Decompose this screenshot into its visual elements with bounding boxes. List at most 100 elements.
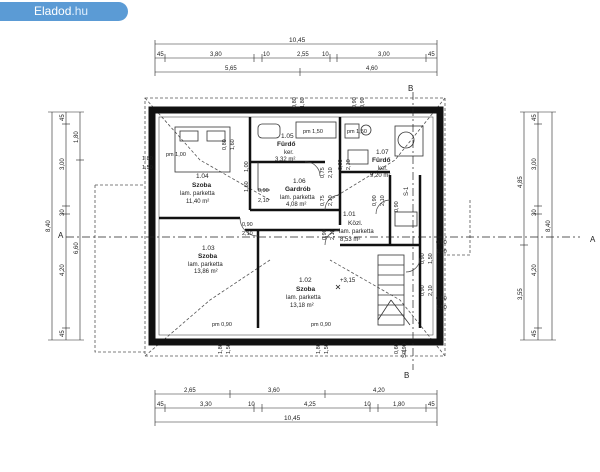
room-name: Közl.: [348, 220, 363, 227]
dim-bottom-2-7: 45: [428, 402, 435, 408]
room-floor: ker.: [378, 166, 388, 172]
dim-left-a-5: 45: [60, 330, 66, 337]
room-floor: lam. parketta: [280, 195, 315, 201]
dim-left-overall: 8,40: [46, 220, 52, 232]
dim-bottom-overall: 10,45: [284, 415, 301, 422]
opening-label: 2,10: [328, 167, 334, 178]
pm-label: pm 1,50: [347, 129, 367, 135]
dim-top-1-2: 3,80: [210, 52, 222, 58]
opening-label: 0,90: [322, 229, 328, 240]
top-dimensions: [154, 40, 438, 76]
opening-label: 0,90: [394, 201, 400, 212]
dim-top-overall: 10,45: [289, 37, 306, 44]
pm-label: pm 0,90: [311, 322, 331, 328]
opening-labels: pm 1,00 1,80 1,50 pm 1,50 pm 1,50 0,90 2…: [142, 129, 447, 328]
opening-label: 0,90: [360, 97, 366, 108]
room-id: 1.07: [376, 149, 389, 156]
staircase: [377, 254, 411, 326]
room-1-06: 1.06 Gardrób lam. parketta 4,08 m²: [280, 178, 315, 208]
section-b-top: B: [408, 84, 413, 93]
dim-right-a-2: 3,00: [532, 158, 538, 170]
dim-bottom-2-3: 10: [248, 402, 255, 408]
dim-bottom-2-2: 3,30: [200, 402, 212, 408]
dim-bottom-1-3: 4,20: [373, 388, 385, 394]
opening-label: 0,90: [258, 188, 269, 194]
dim-bottom-2-5: 10: [364, 402, 371, 408]
dim-top-2-2: 4,60: [366, 66, 378, 72]
room-1-02: 1.02 Szoba lam. parketta 13,18 m²: [286, 277, 321, 309]
opening-label: 1,50: [436, 249, 447, 255]
opening-label: 1,50: [436, 305, 447, 311]
roof-outline: [94, 97, 471, 357]
room-floor: ker.: [284, 150, 294, 156]
section-a-left: A: [58, 231, 64, 240]
opening-label: 1,50: [226, 343, 232, 354]
vertical-opening-labels: 0,80 1,80 0,90 0,90 1,60 1,00 0,75 2,10 …: [218, 97, 434, 354]
room-1-04: 1.04 Szoba lam. parketta 11,40 m²: [180, 173, 215, 205]
dim-right-a-1: 45: [532, 114, 538, 121]
room-id: 1.04: [196, 173, 209, 180]
bottom-dimensions: [154, 390, 438, 426]
dim-right-b-2: 3,55: [518, 288, 524, 300]
door-swings: [239, 161, 421, 273]
room-floor: lam. parketta: [188, 262, 223, 268]
room-floor: lam. parketta: [339, 229, 374, 235]
dim-left-a-4: 4,20: [60, 264, 66, 276]
dim-right-a-3: 30: [532, 209, 538, 216]
opening-label: 1,80: [300, 97, 306, 108]
room-name: Fürdő: [277, 141, 295, 148]
opening-label: 0,60: [394, 343, 400, 354]
dim-left-a-2: 3,00: [60, 158, 66, 170]
section-lines: [66, 92, 580, 370]
opening-label: 0,90: [352, 97, 358, 108]
room-id: 1.06: [293, 178, 306, 185]
left-dimensions: [48, 111, 84, 341]
section-a-right: A: [590, 235, 596, 244]
dim-right-b-1: 4,85: [518, 176, 524, 188]
room-1-07: 1.07 Fürdő ker. 9,20 m²: [370, 149, 390, 179]
room-id: 1.01: [343, 211, 356, 218]
room-name: Szoba: [296, 286, 316, 293]
room-area: 4,08 m²: [286, 202, 306, 208]
dim-bottom-2-1: 45: [157, 402, 164, 408]
room-id: 1.03: [202, 245, 215, 252]
opening-label: 0,90: [338, 159, 344, 170]
dim-top-2-1: 5,65: [225, 66, 237, 72]
opening-label: 2,10: [242, 231, 253, 237]
opening-label: 2,10: [428, 285, 434, 296]
pm-label: pm 1,00: [166, 152, 186, 158]
dim-left-a-3: 30: [60, 209, 66, 216]
dim-bottom-1-1: 2,65: [184, 388, 196, 394]
opening-label: 0,90: [420, 285, 426, 296]
opening-label: 0,75: [320, 195, 326, 206]
opening-label: 0,75: [320, 167, 326, 178]
outer-walls: [148, 106, 444, 346]
room-name: Gardrób: [285, 186, 311, 193]
dim-left-b-2: 6,60: [74, 242, 80, 254]
stair-section-lower: S-1: [402, 348, 408, 358]
opening-label: 1,60: [230, 139, 236, 150]
dim-bottom-2-6: 1,80: [393, 402, 405, 408]
room-area: 11,40 m²: [186, 199, 209, 205]
opening-label: 2,10: [346, 159, 352, 170]
room-area: 8,53 m²: [340, 237, 360, 243]
room-area: 13,18 m²: [290, 303, 314, 309]
pm-label: pm 0,90: [212, 322, 232, 328]
opening-label: 2,10: [258, 198, 269, 204]
dim-top-1-6: 3,00: [378, 52, 390, 58]
room-area: 3,32 m²: [275, 157, 295, 163]
dim-left-a-1: 45: [60, 114, 66, 121]
dim-right-overall: 8,40: [546, 220, 552, 232]
opening-label: 1,50: [142, 165, 153, 171]
dim-top-1-7: 45: [428, 52, 435, 58]
right-dimensions: [520, 111, 556, 341]
room-id: 1.02: [299, 277, 312, 284]
dim-bottom-2-4: 4,25: [304, 402, 316, 408]
room-1-01: 1.01 Közl. lam. parketta 8,53 m²: [339, 211, 374, 243]
room-floor: lam. parketta: [180, 191, 215, 197]
room-area: 9,20 m²: [370, 173, 390, 179]
room-1-05: 1.05 Fürdő ker. 3,32 m²: [275, 133, 295, 163]
dim-top-1-1: 45: [157, 52, 164, 58]
opening-label: 0,90: [242, 222, 253, 228]
room-name: Fürdő: [372, 157, 390, 164]
